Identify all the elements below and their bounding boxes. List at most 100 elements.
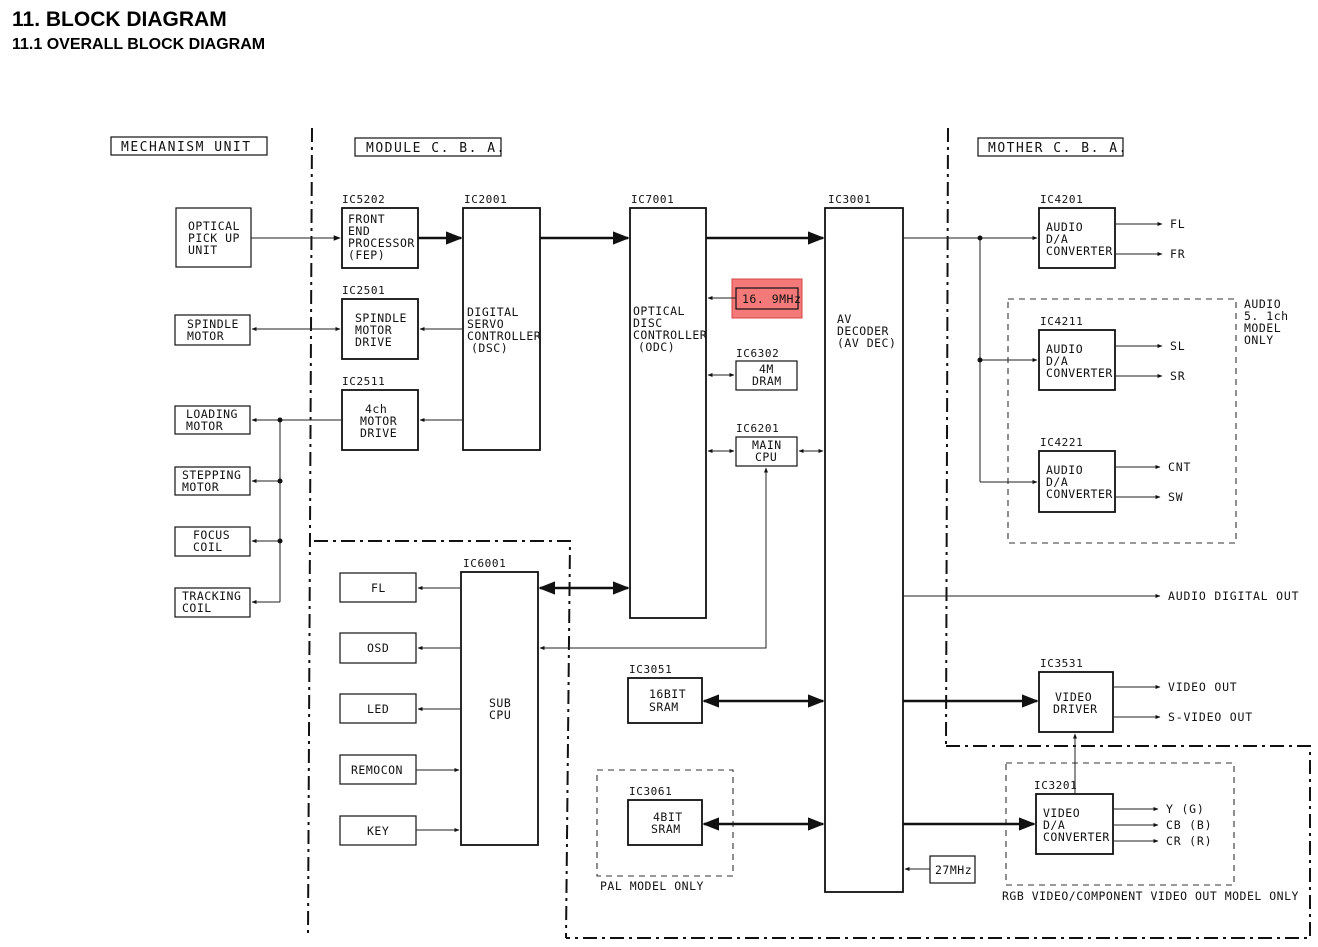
- output-sw: SW: [1168, 490, 1183, 504]
- audio-dac-cnt-sw-block: AUDIO D/A CONVERTER: [1038, 450, 1116, 513]
- focus-coil-block: FOCUS COIL: [174, 526, 251, 557]
- svg-text:AUDIO: AUDIO: [1046, 342, 1083, 356]
- ic2511-label: IC2511: [342, 375, 385, 388]
- svg-text:MOTOR: MOTOR: [360, 414, 397, 428]
- section-mechanism-label: MECHANISM UNIT: [121, 140, 252, 155]
- svg-text:(FEP): (FEP): [348, 248, 385, 262]
- ic6001-label: IC6001: [463, 557, 506, 570]
- svg-text:MOTOR: MOTOR: [187, 329, 224, 343]
- ic4201-label: IC4201: [1040, 193, 1083, 206]
- video-driver-block: VIDEO DRIVER: [1038, 671, 1114, 733]
- svg-text:MOTOR: MOTOR: [355, 323, 392, 337]
- section-module-label: MODULE C. B. A.: [366, 141, 506, 156]
- ic2501-label: IC2501: [342, 284, 385, 297]
- svg-text:SPINDLE: SPINDLE: [355, 311, 407, 325]
- svg-text:D/A: D/A: [1046, 475, 1068, 489]
- svg-text:OSD: OSD: [367, 641, 389, 655]
- output-sr: SR: [1170, 369, 1185, 383]
- divider-module-mother: [945, 127, 949, 747]
- svg-text:DRIVE: DRIVE: [360, 426, 397, 440]
- audio-dac-fl-fr-block: AUDIO D/A CONVERTER: [1038, 207, 1116, 269]
- pal-model-note: PAL MODEL ONLY: [600, 879, 704, 893]
- optical-pickup-block: OPTICAL PICK UP UNIT: [175, 207, 252, 268]
- svg-text:SERVO: SERVO: [467, 317, 504, 331]
- clock-27mhz-block: 27MHz: [929, 855, 976, 884]
- svg-text:AUDIO: AUDIO: [1244, 297, 1281, 311]
- page-title: 11. BLOCK DIAGRAM: [12, 8, 227, 31]
- sub-cpu-block: SUB CPU: [460, 571, 539, 846]
- output-cnt: CNT: [1168, 460, 1191, 474]
- svg-text:LOADING: LOADING: [186, 407, 238, 421]
- ic4211-label: IC4211: [1040, 315, 1083, 328]
- svg-text:FOCUS: FOCUS: [193, 528, 230, 542]
- section-mother-label: MOTHER C. B. A.: [988, 141, 1128, 156]
- ic6201-label: IC6201: [736, 422, 779, 435]
- 4ch-motor-drive-block: 4ch MOTOR DRIVE: [341, 389, 419, 451]
- svg-text:CONTROLLER: CONTROLLER: [633, 328, 707, 342]
- svg-text:D/A: D/A: [1046, 354, 1068, 368]
- svg-text:CPU: CPU: [755, 450, 777, 464]
- svg-text:OPTICAL: OPTICAL: [188, 219, 240, 233]
- svg-text:STEPPING: STEPPING: [182, 468, 241, 482]
- main-cpu-block: MAIN CPU: [735, 436, 798, 467]
- key-block: KEY: [339, 815, 417, 846]
- fl-block: FL: [339, 572, 417, 603]
- output-fr: FR: [1170, 247, 1185, 261]
- svg-text:5. 1ch: 5. 1ch: [1244, 309, 1289, 323]
- ic5202-label: IC5202: [342, 193, 385, 206]
- svg-text:AUDIO: AUDIO: [1046, 220, 1083, 234]
- svg-text:16. 9MHz: 16. 9MHz: [742, 292, 801, 306]
- svg-text:DRAM: DRAM: [752, 374, 782, 388]
- svg-text:CONVERTER: CONVERTER: [1043, 830, 1110, 844]
- 4bit-sram-block: 4BIT SRAM: [627, 799, 703, 846]
- output-video: VIDEO OUT: [1168, 680, 1238, 694]
- svg-text:D/A: D/A: [1046, 232, 1068, 246]
- svg-text:LED: LED: [367, 702, 389, 716]
- output-fl: FL: [1170, 217, 1185, 231]
- audio-dac-sl-sr-block: AUDIO D/A CONVERTER: [1038, 329, 1116, 391]
- svg-text:D/A: D/A: [1043, 818, 1065, 832]
- svg-text:AV: AV: [837, 312, 852, 326]
- spindle-motor-drive-block: SPINDLE MOTOR DRIVE: [341, 298, 419, 360]
- svg-text:CONVERTER: CONVERTER: [1046, 244, 1113, 258]
- loading-motor-block: LOADING MOTOR: [174, 405, 251, 435]
- tracking-coil-block: TRACKING COIL: [174, 587, 251, 618]
- output-audio-digital: AUDIO DIGITAL OUT: [1168, 589, 1299, 603]
- svg-text:SPINDLE: SPINDLE: [187, 317, 239, 331]
- output-y-g: Y (G): [1166, 802, 1205, 816]
- section-mother-box: [977, 137, 1124, 157]
- output-cb-b: CB (B): [1166, 818, 1212, 832]
- svg-text:SRAM: SRAM: [651, 822, 681, 836]
- svg-text:(DSC): (DSC): [471, 341, 508, 355]
- svg-text:UNIT: UNIT: [188, 243, 218, 257]
- divider-mechanism-module: [307, 127, 313, 936]
- svg-text:FL: FL: [371, 581, 386, 595]
- svg-text:MOTOR: MOTOR: [182, 480, 219, 494]
- audio-5-1ch-region: [1007, 298, 1237, 544]
- ic4221-label: IC4221: [1040, 436, 1083, 449]
- svg-text:(AV DEC): (AV DEC): [837, 336, 896, 350]
- audio-5-1ch-note: AUDIO 5. 1ch MODEL ONLY: [1244, 297, 1289, 347]
- section-mechanism-box: [110, 136, 268, 156]
- rgb-model-note: RGB VIDEO/COMPONENT VIDEO OUT MODEL ONLY: [1002, 889, 1299, 903]
- svg-text:27MHz: 27MHz: [935, 863, 972, 877]
- svg-text:DIGITAL: DIGITAL: [467, 305, 519, 319]
- svg-text:CONVERTER: CONVERTER: [1046, 366, 1113, 380]
- ic3061-label: IC3061: [629, 785, 672, 798]
- svg-text:TRACKING: TRACKING: [182, 589, 241, 603]
- odc-block: OPTICAL DISC CONTROLLER (ODC): [629, 207, 707, 619]
- svg-text:DRIVE: DRIVE: [355, 335, 392, 349]
- dram-block: 4M DRAM: [735, 360, 798, 391]
- svg-text:REMOCON: REMOCON: [351, 763, 403, 777]
- svg-text:VIDEO: VIDEO: [1055, 690, 1092, 704]
- svg-text:KEY: KEY: [367, 824, 389, 838]
- section-module-box: [354, 137, 502, 157]
- svg-text:CONTROLLER: CONTROLLER: [467, 329, 541, 343]
- dsc-block: DIGITAL SERVO CONTROLLER (DSC): [462, 207, 541, 451]
- svg-text:COIL: COIL: [193, 540, 223, 554]
- av-decoder-block: AV DECODER (AV DEC): [824, 207, 904, 893]
- svg-text:VIDEO: VIDEO: [1043, 806, 1080, 820]
- stepping-motor-block: STEPPING MOTOR: [174, 466, 251, 496]
- clock-16-9mhz-block: 16. 9MHz: [731, 278, 803, 319]
- ic3001-label: IC3001: [828, 193, 871, 206]
